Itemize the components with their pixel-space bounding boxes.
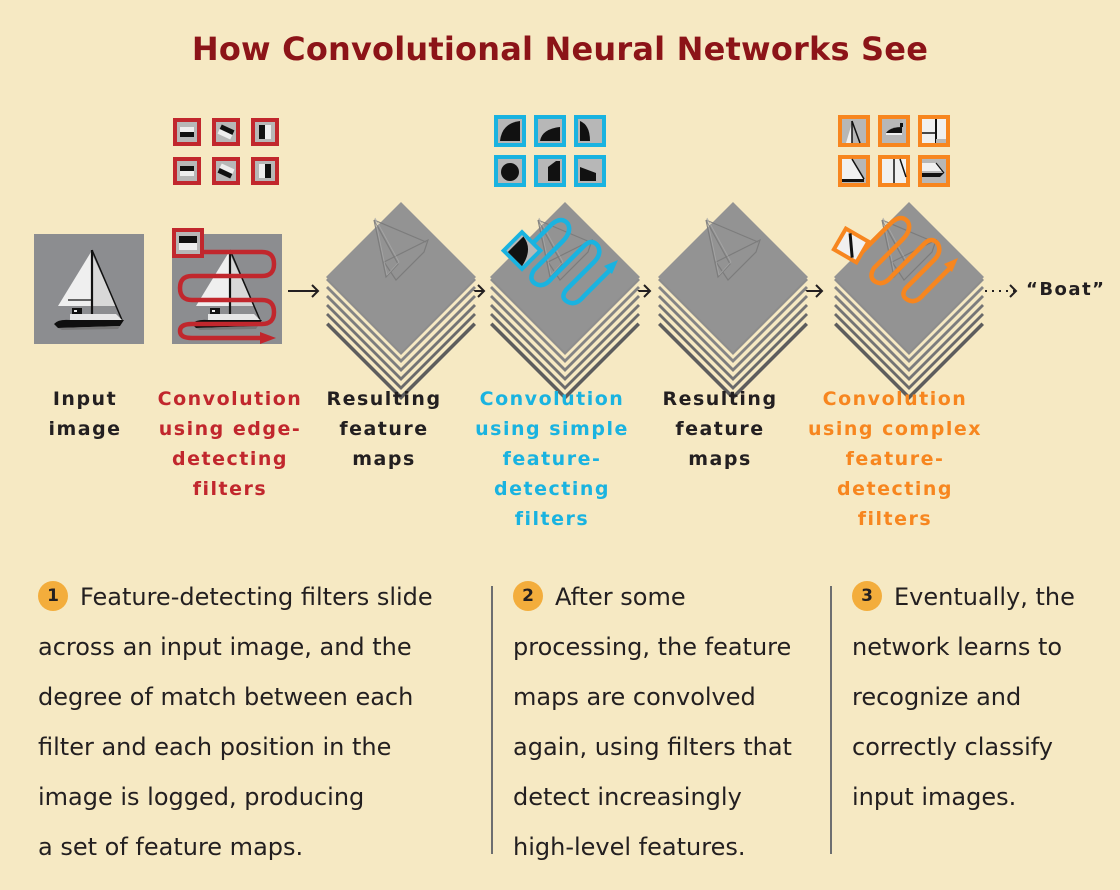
edge-filter: [173, 157, 201, 185]
simple-filter: [574, 155, 606, 187]
feature-map-stack: [657, 200, 809, 401]
complex-filter: [878, 155, 910, 187]
step-line: processing, the feature: [513, 633, 792, 661]
step-line: maps are convolved: [513, 683, 756, 711]
feature-map-stack: [325, 200, 477, 401]
edge-convolution-image: [172, 228, 282, 344]
orange-scan-path: [858, 215, 954, 304]
simple-filter: [534, 155, 566, 187]
arrow-icon: [288, 284, 320, 298]
stage-label-simple-convolution: Convolution using simple feature- detect…: [466, 384, 638, 534]
stage-text: Convolution using edge- detecting filter…: [157, 388, 303, 500]
edge-filter: [212, 118, 240, 146]
stage-label-feature-maps-1: Resulting feature maps: [316, 384, 452, 474]
column-divider: [830, 586, 832, 854]
step-number-badge: 1: [38, 581, 68, 611]
step-line: filter and each position in the: [38, 733, 392, 761]
blue-arrow-head: [604, 260, 618, 274]
feature-map-stack: [831, 200, 985, 401]
edge-filter: [251, 118, 279, 146]
simple-filter: [574, 115, 606, 147]
edge-filter: [212, 157, 240, 185]
step-number-badge: 3: [852, 581, 882, 611]
complex-filter-grid: [838, 115, 950, 187]
column-divider: [491, 586, 493, 854]
edge-filter: [251, 157, 279, 185]
step-line: degree of match between each: [38, 683, 414, 711]
orange-arrow-head: [944, 258, 958, 272]
stage-label-input-image: Input image: [30, 384, 140, 444]
feature-map-stack: [489, 200, 641, 401]
step-line: network learns to: [852, 633, 1063, 661]
red-scan-path: [177, 249, 277, 341]
simple-filter: [494, 115, 526, 147]
step-line: high-level features.: [513, 833, 746, 861]
step-line: 2 After some: [513, 572, 823, 622]
cnn-diagram: [34, 115, 1018, 401]
stage-text: Resulting feature maps: [662, 388, 778, 470]
step-line-text: Eventually, the: [894, 583, 1075, 611]
stage-label-feature-maps-2: Resulting feature maps: [652, 384, 788, 474]
complex-filter: [918, 155, 950, 187]
edge-filter-grid: [173, 118, 279, 185]
step-number-badge: 2: [513, 581, 543, 611]
stage-text: Convolution using simple feature- detect…: [475, 388, 629, 530]
step-line: 3 Eventually, the: [852, 572, 1112, 622]
step-2: 2 After some processing, the feature maps…: [513, 572, 823, 872]
step-line-text: Feature-detecting filters slide: [80, 583, 433, 611]
step-line: again, using filters that: [513, 733, 792, 761]
step-line: 1 Feature-detecting filters slide: [38, 572, 478, 622]
input-image: [34, 234, 144, 344]
step-line: correctly classify: [852, 733, 1054, 761]
step-line: image is logged, producing: [38, 783, 365, 811]
complex-filter: [838, 115, 870, 147]
infographic-title: How Convolutional Neural Networks See: [191, 30, 929, 68]
stage-text: Resulting feature maps: [326, 388, 442, 470]
edge-filter: [173, 118, 201, 146]
stage-text: Convolution using complex feature- detec…: [808, 388, 982, 530]
complex-filter: [878, 115, 910, 147]
step-line-text: After some: [555, 583, 686, 611]
simple-filter-grid: [494, 115, 606, 187]
blue-scan-path: [518, 217, 614, 306]
stage-text: Input image: [48, 388, 122, 440]
step-line: across an input image, and the: [38, 633, 412, 661]
complex-filter: [838, 155, 870, 187]
classification-output: “Boat”: [1026, 279, 1106, 300]
step-line: detect increasingly: [513, 783, 742, 811]
step-3: 3 Eventually, the network learns to recog…: [852, 572, 1112, 822]
red-arrow-head: [260, 332, 276, 344]
complex-filter: [918, 115, 950, 147]
step-1: 1 Feature-detecting filters slide across …: [38, 572, 478, 872]
step-line: a set of feature maps.: [38, 833, 304, 861]
simple-filter: [534, 115, 566, 147]
stage-label-complex-convolution: Convolution using complex feature- detec…: [800, 384, 990, 534]
stage-label-edge-convolution: Convolution using edge- detecting filter…: [150, 384, 310, 504]
step-line: input images.: [852, 783, 1017, 811]
simple-filter: [494, 155, 526, 187]
step-line: recognize and: [852, 683, 1022, 711]
